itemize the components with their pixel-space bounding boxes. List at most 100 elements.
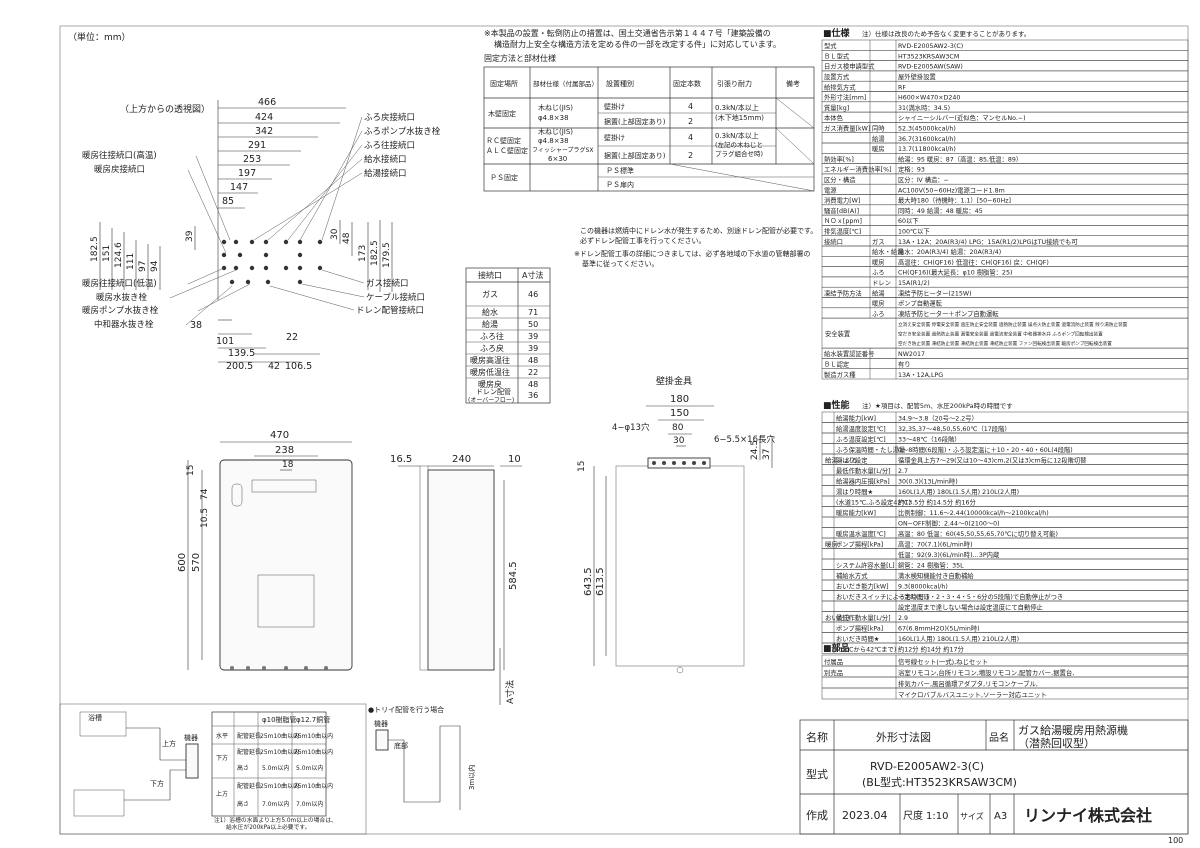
tb-product-2: （潜熱回収型）	[1018, 736, 1095, 750]
parts-title: ■部品	[823, 642, 850, 654]
pipe-r4-c: 25m10曲以内	[260, 782, 299, 790]
trap-unit	[375, 729, 389, 751]
spec-row-15-c2: 最大時180（待機時：1.1）[50−60Hz]	[898, 196, 1011, 205]
spec-row-22-c2: CH(QF16)(最大延長：φ10 樹脂管：25)	[898, 268, 1012, 277]
label-water-inlet: 給水接続口	[364, 154, 407, 165]
perf-heat-row-0-c2: 比例制御：11.6〜2.44(10000kcal/h〜2100kcal/h)	[898, 508, 1049, 517]
spec-row-6-c2: 31(満水時：34.5)	[898, 103, 950, 112]
fix-r2-spec2: φ4.8×38	[538, 137, 569, 145]
title-block: 名称 外形寸法図 品名 ガス給湯暖房用熱源機 （潜熱回収型） 型式 RVD-E2…	[799, 719, 1189, 835]
spec-row-19-c2: 13A・12A：20A(R3/4) LPG：15A(R1/2)LPGはTU接続で…	[898, 237, 1078, 246]
spec2-row-1-c2: 有り	[898, 360, 911, 369]
spec-row-26-c2: 凍結予防ヒーター＋ポンプ自動運転	[898, 309, 999, 318]
perf-oidaki-row-2-c2: 設定温度まで達しない場合は設定温度にて自動停止	[898, 602, 1043, 611]
top-l-1246: 124.6	[114, 242, 124, 268]
top-l-111: 111	[126, 253, 136, 270]
pipe-r4-b: 配管延長	[237, 782, 261, 790]
conn-drain-sub: (オーバーフロー)	[468, 397, 514, 404]
conn-water-a: 71	[528, 308, 538, 317]
conn-heat-return-a: 48	[528, 380, 538, 389]
front-w-18: 18	[282, 460, 294, 470]
spec-row-3-c0: 設置方式	[824, 72, 850, 81]
perf-oidaki-row-0-c2: 9.3(8000kcal/h)	[898, 583, 948, 590]
unit-label: 機器	[184, 733, 198, 742]
fix-r1-place: 木壁固定	[488, 109, 516, 118]
perf-title: ■性能	[823, 399, 850, 411]
safety-line-0: 立消え安全装置 停電安全装置 過圧防止安全装置 過熱防止装置 誤点火防止装置 過…	[898, 321, 1128, 328]
perf-oidaki-row-5-c1: おいだき時間★	[836, 635, 880, 643]
fix-r2-force3: プラグ組合せ時)	[715, 149, 763, 158]
spec-row-15-c0: 消費電力[W]	[824, 196, 860, 205]
fix-r2-place: ＲＣ壁固定	[486, 136, 521, 145]
install-notes: ※本製品の設置・転倒防止の措置は、国土交通省告示第１４４７号「建築設備の 構造耐…	[484, 28, 781, 63]
conn-bath-return: ふろ戻	[480, 343, 504, 353]
top-r-48: 48	[342, 232, 352, 244]
tb-model-label: 型式	[806, 767, 828, 781]
spec-row-24-c0: 凍結予防方法	[824, 288, 862, 297]
conn-hot-a: 50	[528, 320, 538, 329]
parts-row-2-c1: 排気カバー,風呂循環アダプタ,リモコンケーブル,	[898, 679, 1038, 688]
perf-hot-row-4-c2: 循環金具上方7〜29(又は10〜43)cm,2(又は3)cm毎に12段階切替	[898, 455, 1087, 464]
fix-r1-kind2: 据置(上部固定あり)	[604, 117, 666, 126]
top-b-101: 101	[216, 336, 234, 347]
fix-r2-kind2: 据置(上部固定あり)	[604, 151, 666, 160]
pipe-r3-b: 高さ	[237, 764, 249, 772]
spec-row-5-c0: 外形寸法[mm]	[824, 93, 866, 102]
perf-hot-label: 給湯・ふろ	[825, 455, 858, 464]
pipe-r1-a: 水平	[216, 732, 228, 740]
spec-row-16-c2: 同時：49 給湯：48 暖房：45	[898, 206, 983, 215]
label-heat-return: 暖房戻接続口	[94, 164, 145, 175]
spec-row-0-c0: 型式	[824, 41, 837, 50]
fix-h-note: 備考	[786, 79, 800, 88]
perf-hot-row-2-c2: 33〜48℃（16段階）	[898, 434, 961, 443]
top-r-30: 30	[330, 228, 340, 240]
tb-product-label: 品名	[989, 731, 1009, 744]
bracket-h-6435: 643.5	[583, 567, 594, 596]
conn-water: 給水	[482, 307, 498, 317]
conn-drain-a: 36	[528, 391, 538, 400]
spec-row-4-c0: 給排気方式	[824, 82, 856, 91]
side-bracket	[419, 465, 429, 671]
spec-row-20-c1: 給水・給湯	[872, 247, 904, 256]
label-heat-drain: 暖房水抜き栓	[96, 292, 148, 303]
fix-r2-force1: 0.3kN/本以上	[715, 131, 759, 140]
perf-hot-row-8-c1: (水道15℃,ふろ設定42℃)	[836, 497, 911, 506]
fix-r2-spec1: 木ねじ(JIS)	[538, 127, 573, 136]
perf-oidaki-row-0-c1: おいだき能力[kW]	[836, 581, 889, 590]
perf-oidaki-row-1-c2: 一定時間(1・2・3・4・5・6分の5段階)で自動停止がつき	[898, 592, 1063, 601]
perf-oidaki-row-6-c1: (32℃から42℃まで)	[836, 645, 896, 653]
top-l-97: 97	[138, 261, 148, 272]
conn-hot: 給湯	[482, 319, 498, 329]
tb-company: リンナイ株式会社	[1024, 806, 1152, 825]
spec-row-10-c2: 13.7(11800kcal/h)	[898, 146, 956, 153]
pipe-r4-a: 上方	[216, 790, 228, 798]
perf-hot-row-7-c2: 160L(1人用) 180L(1.5人用) 210L(2人用)	[898, 488, 1019, 496]
spec-row-11-c2: 給湯：95 暖房：87（高温：85,低温：89）	[898, 154, 1022, 163]
top-b-1065: 106.5	[285, 361, 312, 372]
drain-note-3: ※ドレン配管工事の詳細につきましては、必ず各地域の下水道の管轄部署の	[574, 249, 811, 258]
top-l-39: 39	[185, 230, 195, 242]
spec-row-25-c1: 暖房	[872, 299, 885, 308]
front-panel	[257, 574, 315, 628]
label-hot-water-outlet: 給湯接続口	[364, 168, 407, 179]
top-r-173: 173	[358, 245, 368, 262]
top-r-1795: 179.5	[382, 242, 392, 268]
connection-table: 接続口 A寸法 ガス 46 給水 71 給湯 50 ふろ往 39 ふろ戻 39 …	[465, 267, 551, 404]
install-note-2: 構造耐力上安全な構造方法を定める件の一部を改定する件」に対応しています。	[494, 39, 781, 49]
lower-label: 下方	[150, 779, 164, 788]
perf-hot-row-8-c2: 約13.5分 約14.5分 約16分	[898, 497, 977, 506]
top-b-22: 22	[286, 332, 298, 343]
top-view-title: （上方からの透視図）	[120, 103, 210, 115]
fix-r1-force1: 0.3kN/本以上	[715, 103, 759, 112]
perf-hot-row-7-c1: 湯はり時間★	[836, 487, 873, 496]
fix-r3-kind2: ＰＳ扉内	[606, 180, 634, 189]
front-d-105: 10.5	[200, 508, 210, 528]
fix-r2-place2: ＡＬＣ壁固定	[486, 146, 528, 155]
fix-h-kind: 設置種別	[606, 79, 634, 88]
top-w-197: 197	[238, 168, 256, 179]
conn-bath-supply-a: 39	[528, 332, 538, 341]
conn-h-1: 接続口	[478, 270, 502, 280]
spec-row-4-c2: RF	[898, 84, 906, 91]
perf-heat-row-3-c2: 高温：70(7.1)(6L/min時)	[898, 539, 973, 548]
